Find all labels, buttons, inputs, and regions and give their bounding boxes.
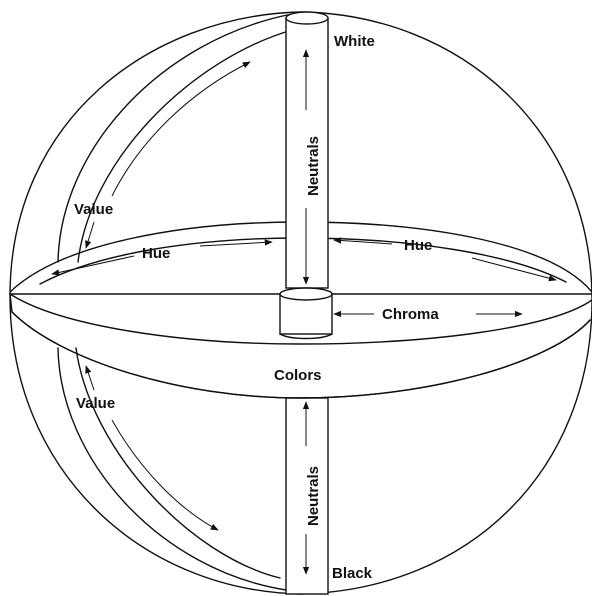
label-value-bottom: Value bbox=[76, 395, 115, 412]
neutral-axis-top-cap bbox=[286, 12, 328, 24]
lower-meridian-band-inner bbox=[76, 348, 280, 578]
value-top-arrow-up bbox=[112, 62, 250, 196]
value-bottom-arrow-up bbox=[86, 366, 94, 390]
label-neutrals-top: Neutrals bbox=[305, 136, 322, 196]
hue-left-arrow-b bbox=[200, 242, 272, 246]
label-hue-left: Hue bbox=[142, 245, 170, 262]
value-bottom-arrow-down bbox=[112, 420, 218, 530]
upper-meridian-band-inner bbox=[78, 30, 292, 262]
label-hue-right: Hue bbox=[404, 237, 432, 254]
label-white: White bbox=[334, 33, 375, 50]
hue-right-arrow-b bbox=[472, 258, 556, 280]
label-black: Black bbox=[332, 565, 373, 582]
label-neutrals-bottom: Neutrals bbox=[305, 466, 322, 526]
label-colors: Colors bbox=[274, 367, 322, 384]
label-chroma: Chroma bbox=[382, 306, 439, 323]
label-value-top: Value bbox=[74, 201, 113, 218]
value-top-arrow-down bbox=[86, 222, 94, 248]
